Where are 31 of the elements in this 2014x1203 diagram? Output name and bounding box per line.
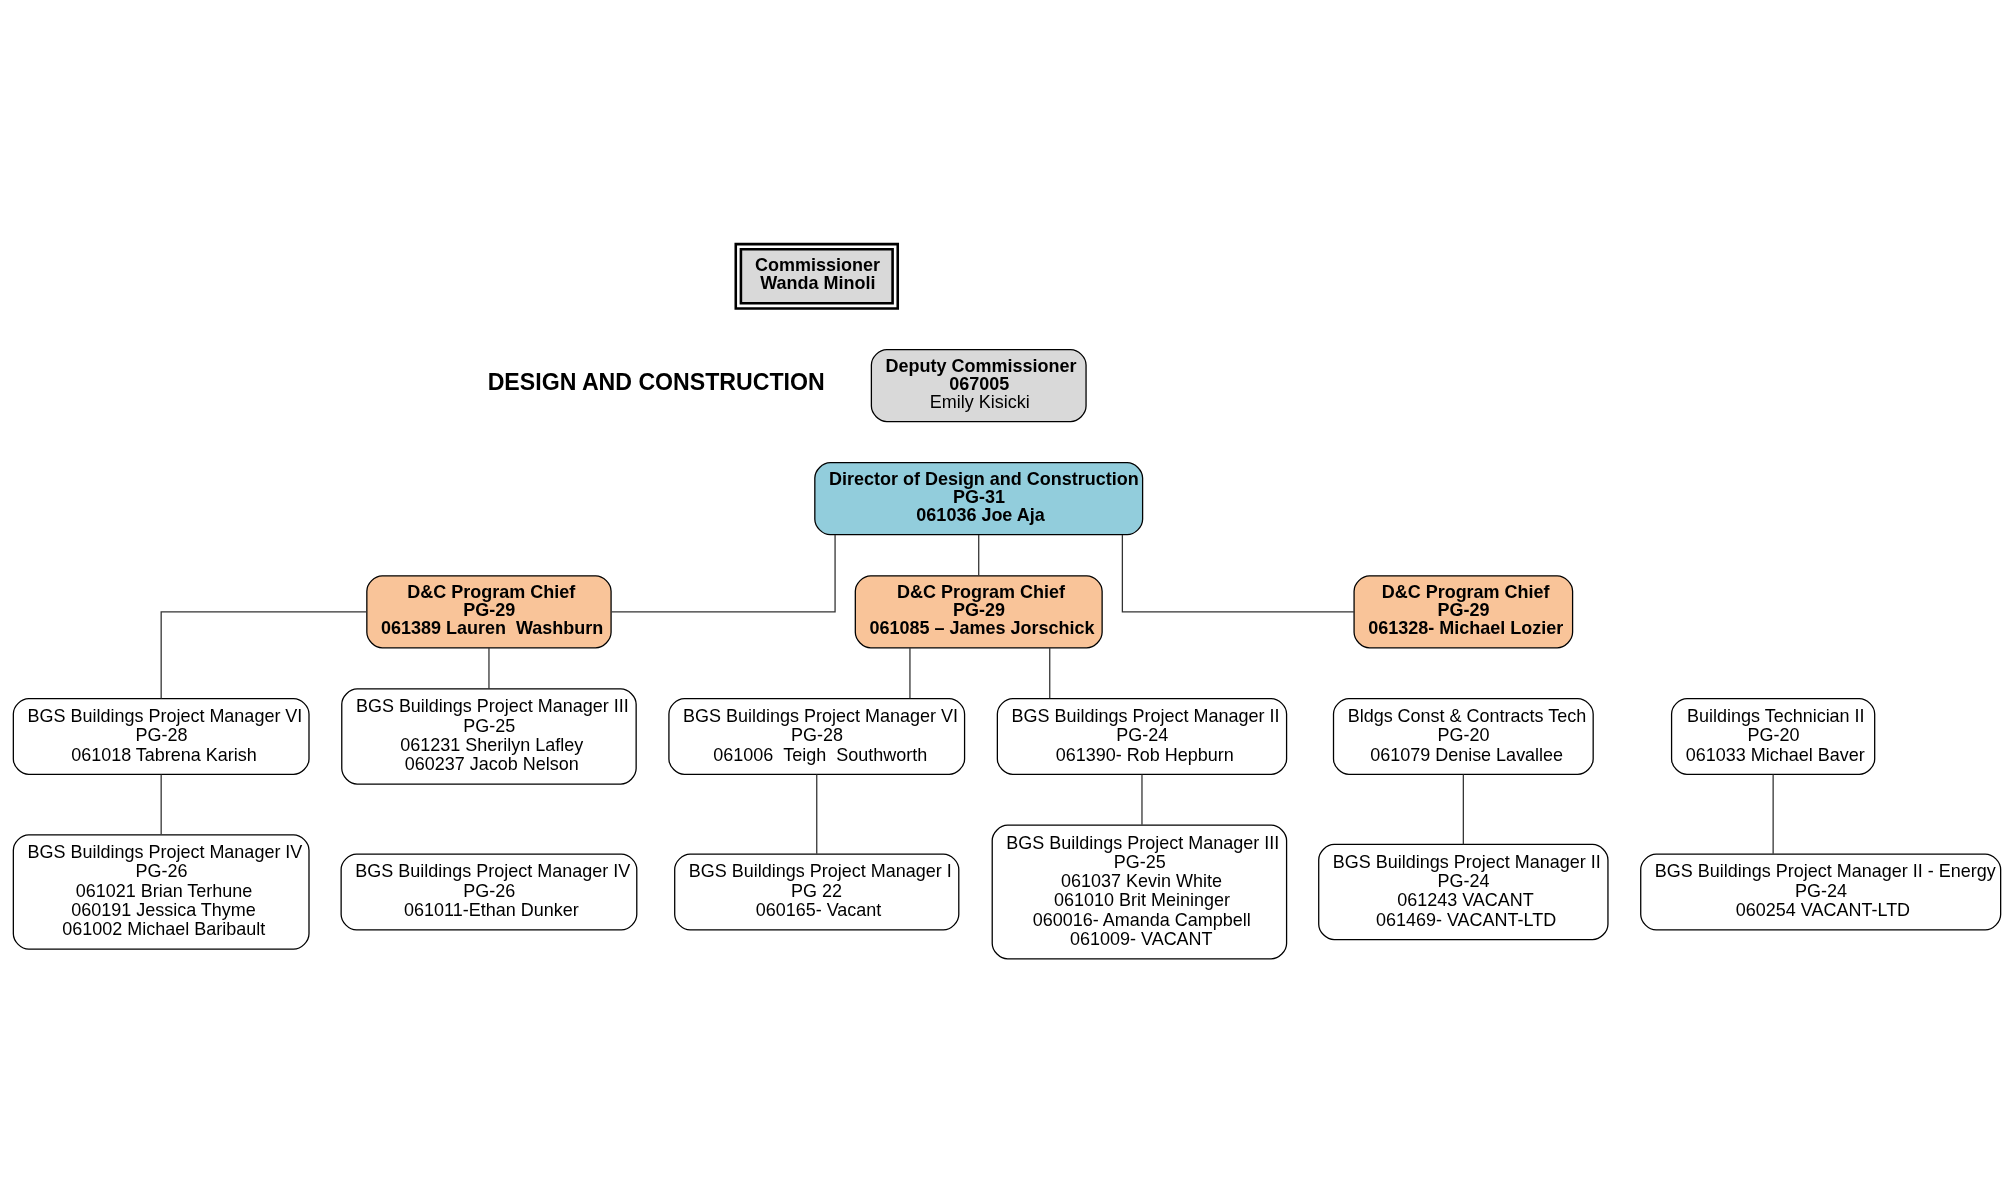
- node-box: Buildings Technician II PG-20 061033 Michael Baver: [1670, 697, 1876, 776]
- connector: [488, 647, 490, 690]
- connector: [1772, 773, 1774, 855]
- node-box: Commissioner Wanda Minoli: [734, 242, 900, 310]
- connector: [160, 773, 162, 835]
- node-box: Bldgs Const & Contracts Tech PG-20 061079 Denise Lavallee: [1332, 697, 1594, 776]
- connector: [160, 611, 368, 700]
- node-box: D&C Program Chief PG-29 061389 Lauren Washburn: [366, 575, 612, 649]
- node-box: BGS Buildings Project Manager III PG-25 061037 Kevin White 061010 Brit Meininger 060016- Amanda Campbell 061009- VACANT: [991, 824, 1288, 960]
- node-box: D&C Program Chief PG-29 061328- Michael Lozier: [1353, 575, 1574, 649]
- node-box: BGS Buildings Project Manager VI PG-28 061018 Tabrena Karish: [12, 697, 310, 776]
- node-box: Deputy Commissioner 067005 Emily Kisicki: [870, 348, 1087, 423]
- connector: [1141, 773, 1143, 826]
- connector: [909, 647, 911, 699]
- node-box: BGS Buildings Project Manager II - Energy PG-24 060254 VACANT-LTD: [1640, 853, 2002, 931]
- connector: [1462, 773, 1464, 845]
- node-box: BGS Buildings Project Manager III PG-25 061231 Sherilyn Lafley 060237 Jacob Nelson: [341, 688, 637, 785]
- connector: [978, 534, 980, 577]
- connector: [1049, 647, 1051, 699]
- connector: [816, 773, 818, 855]
- node-box: Director of Design and Construction PG-31 061036 Joe Aja: [814, 462, 1144, 536]
- node-box: BGS Buildings Project Manager II PG-24 061243 VACANT 061469- VACANT-LTD: [1318, 843, 1609, 941]
- node-box: BGS Buildings Project Manager IV PG-26 061021 Brian Terhune 060191 Jessica Thyme 061002 Michael Baribault: [12, 834, 310, 950]
- node-box: BGS Buildings Project Manager II PG-24 061390- Rob Hepburn: [996, 697, 1288, 776]
- node-box: BGS Buildings Project Manager IV PG-26 061011-Ethan Dunker: [340, 853, 638, 931]
- connector: [1121, 534, 1355, 613]
- label: DESIGN AND CONSTRUCTION: [487, 368, 825, 395]
- node-box: D&C Program Chief PG-29 061085 – James Jorschick: [854, 575, 1103, 649]
- connector: [610, 534, 836, 613]
- node-box: BGS Buildings Project Manager I PG 22 060165- Vacant: [674, 853, 960, 931]
- node-box: BGS Buildings Project Manager VI PG-28 061006 Teigh Southworth: [668, 697, 966, 776]
